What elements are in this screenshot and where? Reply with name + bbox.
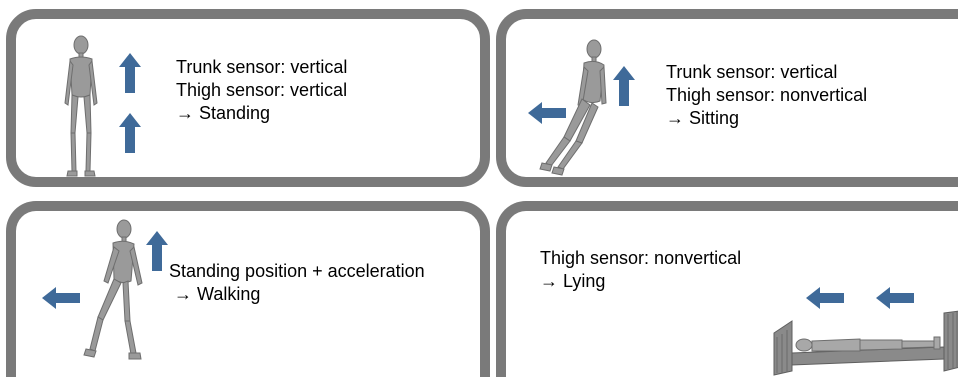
up-arrow-icon bbox=[119, 53, 141, 93]
result-line: → Sitting bbox=[666, 108, 740, 128]
sitting-panel: Trunk sensor: vertical Thigh sensor: non… bbox=[496, 9, 958, 187]
walking-description: Standing position + acceleration → Walki… bbox=[169, 260, 425, 306]
standing-panel: Trunk sensor: vertical Thigh sensor: ver… bbox=[6, 9, 490, 187]
condition-line: Standing position + acceleration bbox=[169, 261, 425, 281]
lying-description: Thigh sensor: nonvertical → Lying bbox=[540, 247, 741, 293]
thigh-sensor-line: Thigh sensor: nonvertical bbox=[540, 248, 742, 268]
trunk-sensor-line: Trunk sensor: vertical bbox=[176, 57, 348, 77]
walking-panel: Standing position + acceleration → Walki… bbox=[6, 201, 490, 377]
left-arrow-icon bbox=[876, 287, 914, 309]
sitting-description: Trunk sensor: vertical Thigh sensor: non… bbox=[666, 61, 867, 130]
result-line: → Walking bbox=[169, 284, 261, 304]
standing-description: Trunk sensor: vertical Thigh sensor: ver… bbox=[176, 56, 347, 125]
sitting-mannequin-figure bbox=[539, 39, 607, 176]
left-arrow-icon bbox=[42, 287, 80, 309]
thigh-sensor-line: Thigh sensor: vertical bbox=[176, 80, 348, 100]
lying-panel: Thigh sensor: nonvertical → Lying bbox=[496, 201, 958, 377]
left-arrow-icon bbox=[528, 102, 566, 124]
left-arrow-icon bbox=[806, 287, 844, 309]
standing-mannequin-figure bbox=[64, 35, 98, 177]
up-arrow-icon bbox=[613, 66, 635, 106]
result-line: → Lying bbox=[540, 271, 606, 291]
thigh-sensor-line: Thigh sensor: nonvertical bbox=[666, 85, 868, 105]
walking-mannequin-figure bbox=[83, 219, 143, 360]
bed-with-lying-mannequin-figure bbox=[773, 310, 958, 376]
up-arrow-icon bbox=[146, 231, 168, 271]
up-arrow-icon bbox=[119, 113, 141, 153]
trunk-sensor-line: Trunk sensor: vertical bbox=[666, 62, 838, 82]
result-line: → Standing bbox=[176, 103, 271, 123]
